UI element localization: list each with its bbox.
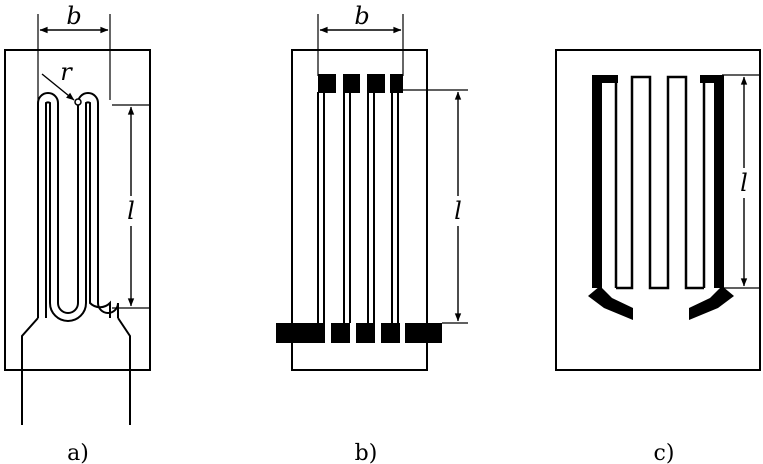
- panel-a-substrate: [4, 49, 151, 371]
- panel-a-wire-gauge: b r l a): [4, 2, 151, 464]
- panel-c-tab-left: [588, 286, 633, 320]
- panel-c-foil-grid: [598, 75, 724, 290]
- panel-b-length-label: l: [454, 197, 462, 225]
- panel-a-lead-left: [21, 317, 39, 425]
- panel-b-substrate: [291, 49, 428, 371]
- panel-b-bottom-connectors: [276, 323, 442, 343]
- panel-a-caption: a): [67, 441, 89, 464]
- panel-a-radius-label: r: [60, 58, 73, 86]
- panel-a-grid-wire-outer: [37, 92, 119, 318]
- panel-c-length-label: l: [740, 169, 748, 197]
- panel-b-width-label: b: [354, 2, 369, 30]
- panel-c-substrate: [555, 49, 761, 371]
- panel-b-caption: b): [355, 441, 378, 464]
- panel-a-radius-leader: [41, 73, 75, 101]
- panel-c-tab-right: [689, 286, 734, 320]
- panel-c-foil-heavy-sections: [592, 75, 724, 288]
- panel-c-foil-gauge: l c): [555, 49, 761, 464]
- panel-b-top-connectors: [318, 74, 403, 93]
- panel-c-caption: c): [654, 441, 675, 464]
- panel-a-lead-right: [117, 317, 131, 425]
- panel-a-length-label: l: [127, 197, 135, 225]
- panel-b-grid-lines: [317, 92, 399, 323]
- panel-a-width-label: b: [66, 2, 81, 30]
- panel-b-short-wire-gauge: b l b): [276, 2, 469, 464]
- panel-a-radius-point: [74, 98, 82, 106]
- panel-a-grid-wire-inner: [45, 101, 111, 322]
